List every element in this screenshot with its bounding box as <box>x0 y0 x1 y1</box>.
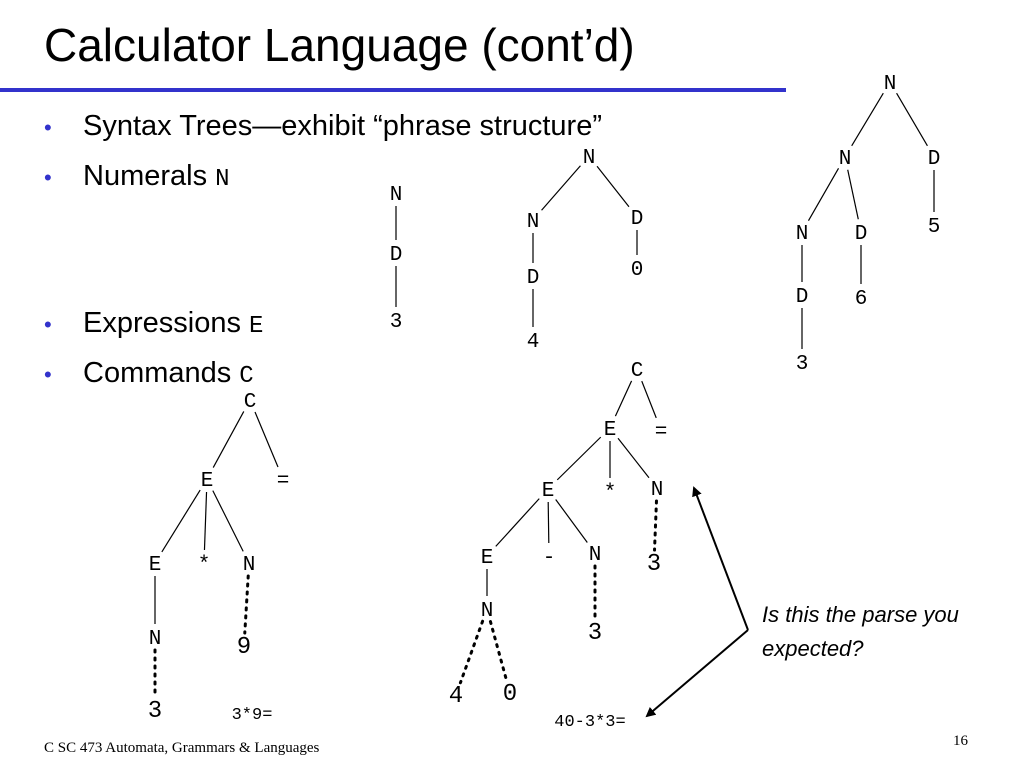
tree-node-digit-3: 3 <box>148 698 162 725</box>
tree-edge <box>596 165 630 208</box>
tree-node-digit-4: 4 <box>527 331 540 354</box>
tree-edge <box>212 490 244 552</box>
tree-node-digit-0: 0 <box>503 681 517 708</box>
tree-node-nonterminal-e: E <box>481 547 494 570</box>
tree-node-nonterminal-e: E <box>201 470 214 493</box>
tree-caption-expression: 3*9= <box>232 706 273 725</box>
tree-edge <box>641 380 657 419</box>
tree-node-nonterminal-e: E <box>604 419 617 442</box>
tree-node-digit-0: 0 <box>631 259 644 282</box>
tree-edge <box>807 167 840 222</box>
bullet-dot-icon: • <box>44 115 52 140</box>
tree-node-nonterminal-d: D <box>796 286 809 309</box>
tree-edge <box>847 169 859 220</box>
bullet-text: Syntax Trees—exhibit “phrase structure” <box>83 110 602 142</box>
tree-edge <box>254 411 279 468</box>
slide-title: Calculator Language (cont’d) <box>44 19 635 71</box>
tree-node-nonterminal-d: D <box>928 148 941 171</box>
tree-edge <box>161 489 201 553</box>
tree-command-3*9: C E = E * N N 9 3 3*9= <box>148 391 290 725</box>
bullet-code: C <box>239 363 254 390</box>
tree-node-operator-times: * <box>604 482 617 505</box>
tree-dotted-edge <box>488 620 509 682</box>
tree-node-nonterminal-d: D <box>855 223 868 246</box>
tree-node-nonterminal-c: C <box>631 360 644 383</box>
tree-edge <box>556 436 602 481</box>
tree-node-operator-equals: = <box>655 421 668 444</box>
tree-node-digit-5: 5 <box>928 216 941 239</box>
tree-edge <box>203 491 208 551</box>
tree-edge <box>212 411 245 468</box>
parse-question-arrow <box>645 486 749 718</box>
bullet-code: N <box>215 166 230 193</box>
tree-node-nonterminal-d: D <box>390 244 403 267</box>
footer-course: C SC 473 Automata, Grammars & Languages <box>44 740 320 756</box>
tree-node-digit-3: 3 <box>390 311 403 334</box>
tree-node-operator-equals: = <box>277 470 290 493</box>
tree-dotted-edge <box>653 499 658 552</box>
tree-node-nonterminal-n: N <box>796 223 809 246</box>
tree-node-nonterminal-e: E <box>149 554 162 577</box>
tree-node-nonterminal-n: N <box>481 600 494 623</box>
tree-node-nonterminal-d: D <box>631 208 644 231</box>
tree-node-nonterminal-n: N <box>243 554 256 577</box>
tree-node-nonterminal-n: N <box>651 479 664 502</box>
tree-numeral-3: N D 3 <box>390 184 403 334</box>
tree-node-nonterminal-n: N <box>390 184 403 207</box>
tree-node-digit-3: 3 <box>588 620 602 647</box>
bullet-dot-icon: • <box>44 362 52 387</box>
tree-node-nonterminal-n: N <box>149 628 162 651</box>
tree-edge <box>614 380 633 417</box>
tree-node-digit-4: 4 <box>449 683 463 710</box>
tree-node-nonterminal-n: N <box>527 211 540 234</box>
tree-edge <box>617 437 650 479</box>
bullet-dot-icon: • <box>44 165 52 190</box>
tree-numeral-40: N N D D 4 0 <box>527 147 644 354</box>
tree-node-nonterminal-e: E <box>542 480 555 503</box>
tree-edge <box>555 499 588 543</box>
tree-node-nonterminal-d: D <box>527 267 540 290</box>
tree-node-digit-6: 6 <box>855 288 868 311</box>
tree-dotted-edge <box>243 574 250 635</box>
tree-edge <box>547 501 550 544</box>
tree-caption-expression: 40-3*3= <box>554 713 625 732</box>
tree-node-nonterminal-n: N <box>583 147 596 170</box>
tree-node-digit-3: 3 <box>796 353 809 376</box>
title-underline <box>0 88 786 92</box>
tree-edge <box>896 92 928 147</box>
tree-node-digit-9: 9 <box>237 634 251 661</box>
arrow-to-expression-icon <box>645 629 749 718</box>
page-number: 16 <box>953 733 968 749</box>
arrow-to-tree-icon <box>692 486 749 631</box>
tree-node-nonterminal-n: N <box>884 73 897 96</box>
tree-node-nonterminal-n: N <box>589 544 602 567</box>
tree-command-40-3*3: C E = E * N E - N N 3 3 4 0 40-3*3= <box>449 360 668 732</box>
tree-node-operator-times: * <box>198 554 211 577</box>
tree-node-nonterminal-c: C <box>244 391 257 414</box>
tree-numeral-365: N N D N D D 3 6 5 <box>796 73 941 376</box>
tree-edge <box>851 92 884 147</box>
bullet-dot-icon: • <box>44 312 52 337</box>
parse-question-note: Is this the parse you expected? <box>762 602 959 661</box>
tree-node-nonterminal-n: N <box>839 148 852 171</box>
tree-edge <box>541 165 581 211</box>
tree-edge <box>495 498 540 547</box>
tree-node-digit-3: 3 <box>647 551 661 578</box>
bullet-code: E <box>248 313 264 340</box>
tree-node-operator-minus: - <box>543 547 556 570</box>
tree-dotted-edge <box>458 619 485 685</box>
